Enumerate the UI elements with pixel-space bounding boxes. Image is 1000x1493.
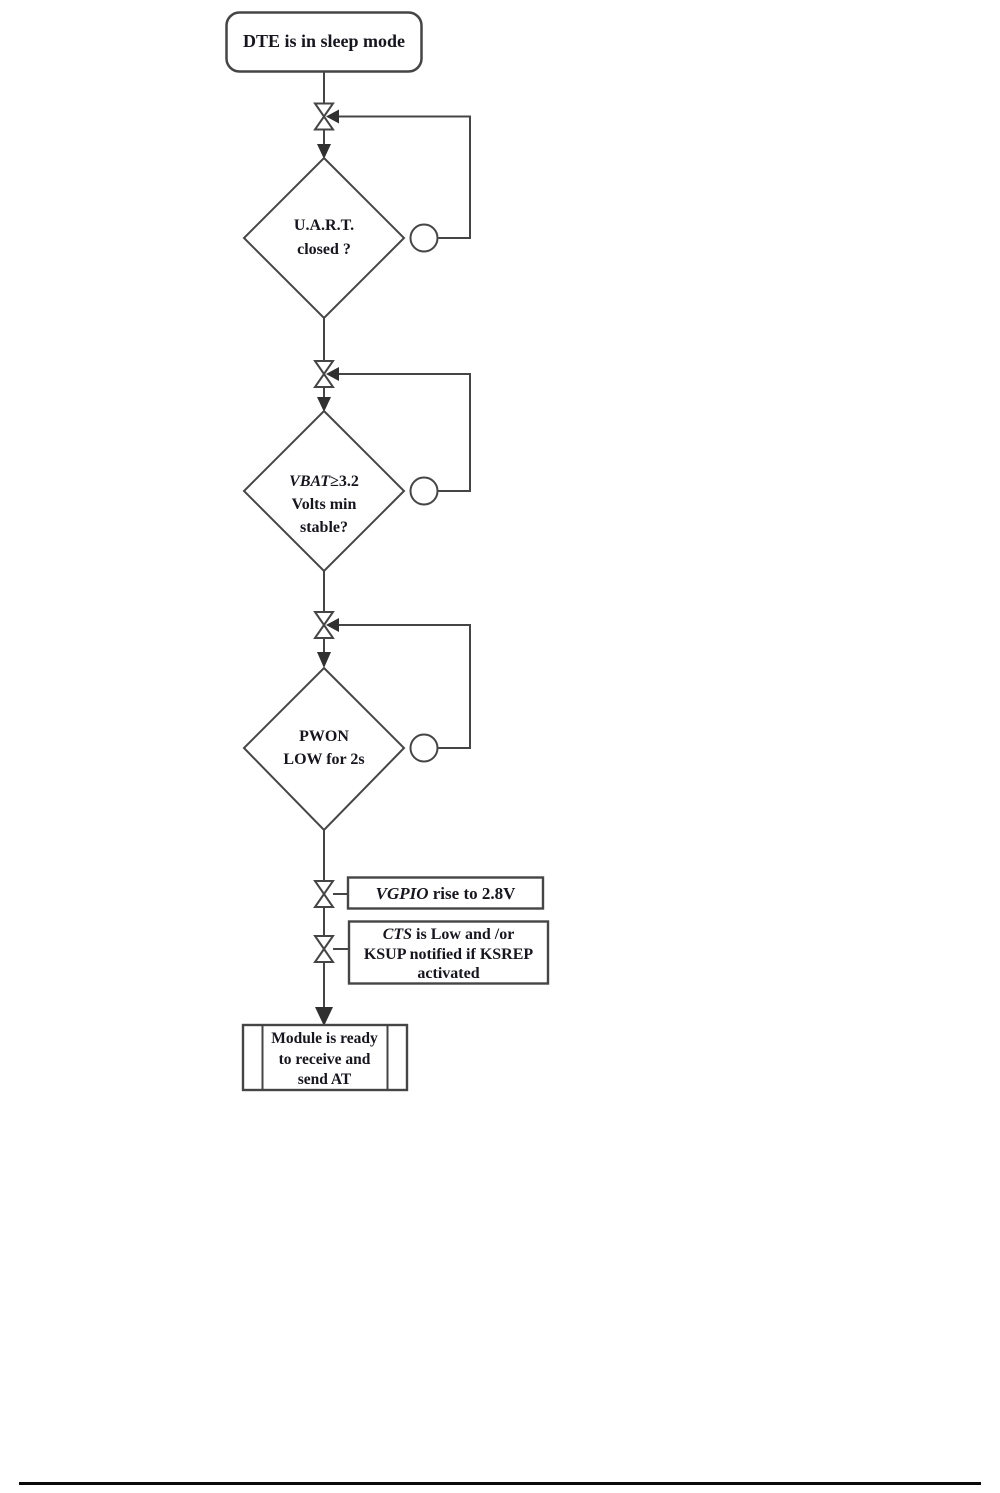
arrowhead-down-icon: [317, 144, 331, 159]
arrowhead-left-icon: [326, 109, 339, 124]
end-process-label: Module is ready to receive and send AT: [262, 1029, 387, 1091]
hourglass-wait-icon: [313, 360, 335, 388]
decision-vbat-line3: stable?: [300, 519, 348, 536]
cts-condition: is Low and /or: [412, 926, 515, 943]
decision-pwon-line2: LOW for 2s: [283, 751, 365, 768]
vbat-condition: ≥3.2: [330, 473, 359, 490]
process-cts-line2: KSUP notified if KSREP: [363, 945, 534, 963]
process-vgpio-label: VGPIO rise to 2.8V: [348, 878, 543, 909]
arrowhead-down-icon: [317, 652, 331, 668]
decision-vbat-line1: VBAT≥3.2: [254, 470, 394, 493]
decision-vbat-label: VBAT≥3.2 Volts min stable?: [254, 470, 394, 539]
decision-pwon-line1: PWON: [299, 728, 349, 745]
process-cts-shape: [347, 920, 550, 985]
decision-uart-line2: closed ?: [297, 241, 351, 258]
vgpio-action: rise to 2.8V: [428, 883, 516, 903]
loop-back-line: [337, 373, 471, 492]
process-cts-line3: activated: [417, 965, 480, 982]
hourglass-wait-icon: [313, 611, 335, 639]
loop-circle-connector: [409, 223, 439, 253]
decision-pwon-label: PWON LOW for 2s: [254, 725, 394, 771]
decision-uart-label: U.A.R.T. closed ?: [254, 214, 394, 262]
hourglass-wait-icon: [313, 102, 335, 131]
arrowhead-left-icon: [326, 618, 339, 632]
start-terminator-shape: [225, 11, 423, 73]
hourglass-wait-icon: [313, 935, 335, 963]
loop-back-line: [337, 115, 471, 239]
arrowhead-down-icon: [317, 397, 331, 412]
hourglass-wait-icon: [313, 880, 335, 908]
decision-uart-line1: U.A.R.T.: [293, 217, 355, 234]
vgpio-signal-name: VGPIO: [375, 883, 429, 903]
arrowhead-down-icon: [315, 1007, 333, 1026]
process-cts-label: CTS is Low and /or KSUP notified if KSRE…: [349, 925, 548, 984]
process-cts-line1: CTS is Low and /or: [349, 925, 548, 945]
start-label-text: DTE is in sleep mode: [242, 30, 406, 51]
start-label: DTE is in sleep mode: [226, 12, 422, 70]
arrowhead-left-icon: [326, 367, 339, 381]
end-line3: send AT: [297, 1071, 352, 1088]
loop-circle-connector: [409, 476, 439, 506]
loop-circle-connector: [409, 733, 439, 763]
end-process-side-bars: [261, 1025, 389, 1090]
decision-vbat-line2: Volts min: [291, 496, 357, 513]
end-line1: Module is ready: [271, 1030, 378, 1047]
process-vgpio-shape: [346, 876, 545, 910]
process-vgpio-text: VGPIO rise to 2.8V: [376, 884, 516, 904]
end-process-shape: [241, 1023, 409, 1092]
loop-back-line: [337, 624, 471, 749]
cts-signal-name: CTS: [382, 926, 413, 943]
end-line2: to receive and: [278, 1050, 371, 1068]
vbat-signal-name: VBAT: [289, 473, 331, 490]
